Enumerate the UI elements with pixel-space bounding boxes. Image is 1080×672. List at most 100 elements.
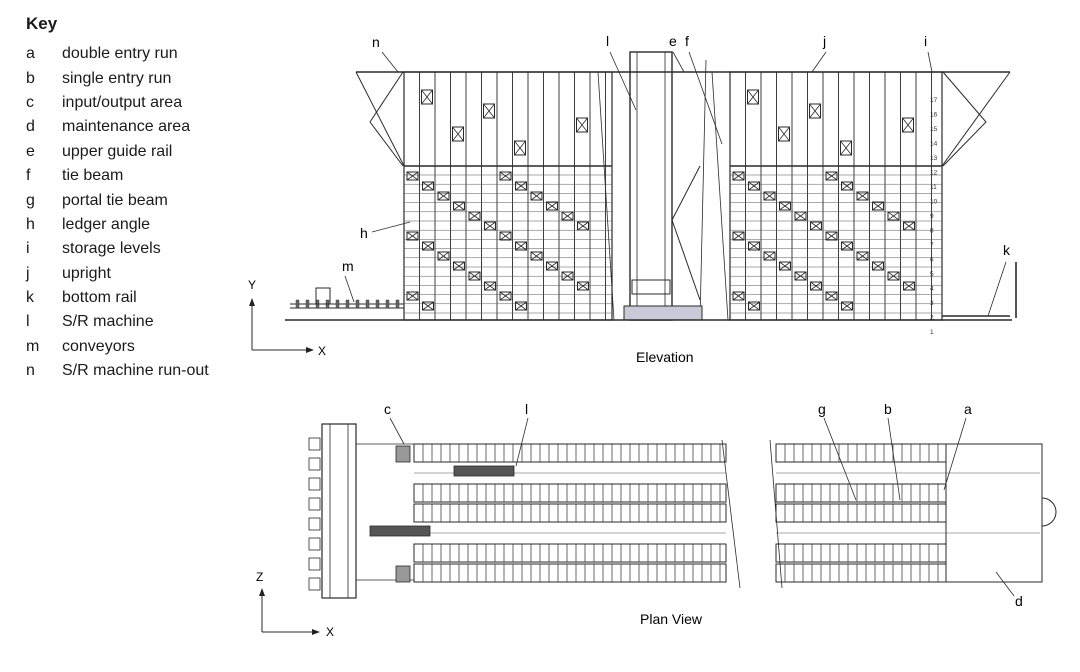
leader-g xyxy=(823,417,857,501)
storage-level-number: 4 xyxy=(930,286,934,293)
key-letter: h xyxy=(26,215,35,233)
pallet-outline xyxy=(577,221,589,231)
callout-e: e xyxy=(669,33,677,49)
pallet xyxy=(577,281,589,291)
runout-arc xyxy=(1041,497,1057,527)
conveyor-roller xyxy=(365,299,370,309)
pallet-outline xyxy=(530,191,543,201)
pallet-diagonal xyxy=(530,191,543,201)
storage-level-number: 15 xyxy=(930,126,938,133)
pallet-diagonal xyxy=(484,221,496,231)
sr-machine-plan xyxy=(369,525,431,537)
key-item-h: h ledger angle xyxy=(26,213,256,237)
break-line xyxy=(721,439,741,589)
pallet-diagonal xyxy=(422,241,434,251)
aisle-dashed xyxy=(699,59,707,321)
rack-row-right xyxy=(775,543,947,563)
pallet-outline xyxy=(561,271,574,281)
pallet-outline xyxy=(748,241,760,251)
rack-frame xyxy=(729,71,943,321)
pallet-diagonal xyxy=(887,271,900,281)
pallet xyxy=(794,211,807,221)
pallet xyxy=(840,140,852,156)
pallet-outline xyxy=(437,191,450,201)
pallet xyxy=(841,241,853,251)
pallet-outline xyxy=(872,261,884,271)
rack-right xyxy=(729,71,943,321)
arrowhead-x-plan xyxy=(312,629,320,635)
callout-k: k xyxy=(1003,242,1011,258)
pallet xyxy=(732,231,745,241)
rack-row-left xyxy=(413,543,727,563)
pallet-diagonal xyxy=(453,261,465,271)
conveyor-roller xyxy=(345,299,350,309)
pallet-outline xyxy=(576,117,588,133)
pallet xyxy=(825,231,838,241)
callout-l-plan: l xyxy=(525,401,528,417)
pallet-diagonal xyxy=(840,140,852,156)
pallet-outline xyxy=(452,126,464,142)
rack-row-left xyxy=(413,503,727,523)
pallet-outline xyxy=(499,291,512,301)
pallet-outline xyxy=(406,231,419,241)
key-letter: c xyxy=(26,93,34,111)
callout-h: h xyxy=(360,225,368,241)
elevation-axis-y-label: Y xyxy=(248,278,256,292)
io-station xyxy=(308,497,321,511)
pallet xyxy=(530,191,543,201)
pallet xyxy=(437,191,450,201)
key-label: ledger angle xyxy=(62,215,151,233)
pallet-outline xyxy=(779,201,791,211)
key-label: upper guide rail xyxy=(62,142,173,160)
pallet xyxy=(421,89,433,105)
pallet-diagonal xyxy=(794,211,807,221)
pallet xyxy=(561,211,574,221)
pallet-outline xyxy=(530,251,543,261)
rack-row xyxy=(413,563,727,583)
plan-axis-z-label: Z xyxy=(256,570,263,584)
pallet-outline xyxy=(422,301,434,311)
runout-truss-left-inner xyxy=(369,71,404,167)
pallet-outline xyxy=(499,171,512,181)
pallet-outline xyxy=(810,281,822,291)
pallet-diagonal xyxy=(561,271,574,281)
callout-j: j xyxy=(822,33,826,49)
leader-k xyxy=(987,261,1007,317)
key-letter: f xyxy=(26,167,31,185)
pallet-diagonal xyxy=(825,171,838,181)
pallet xyxy=(810,281,822,291)
pallet-diagonal xyxy=(856,191,869,201)
rack-row xyxy=(775,543,947,563)
key-label: double entry run xyxy=(62,45,178,63)
storage-level-number: 16 xyxy=(930,112,938,119)
storage-level-number: 9 xyxy=(930,213,934,220)
pallet-outline xyxy=(732,171,745,181)
conveyor-roller xyxy=(395,299,400,309)
pallet-diagonal xyxy=(872,201,884,211)
pallet xyxy=(748,181,760,191)
pallet xyxy=(841,301,853,311)
pallet xyxy=(406,291,419,301)
pallet-diagonal xyxy=(778,126,790,142)
pallet xyxy=(422,181,434,191)
pallet-diagonal xyxy=(437,191,450,201)
io-frame xyxy=(321,423,357,599)
key-title: Key xyxy=(26,14,58,33)
pallet xyxy=(825,291,838,301)
rack-row-right xyxy=(775,483,947,503)
pallet-outline xyxy=(732,231,745,241)
conveyor-roller xyxy=(305,299,310,309)
callout-i: i xyxy=(924,33,927,49)
leader-d xyxy=(995,571,1015,597)
pallet-diagonal xyxy=(748,181,760,191)
pallet-diagonal xyxy=(748,241,760,251)
pallet-diagonal xyxy=(577,281,589,291)
rack-row-right xyxy=(775,443,947,463)
runout-truss-right xyxy=(941,71,1011,168)
pallet-diagonal xyxy=(453,201,465,211)
io-station xyxy=(308,577,321,591)
leader-b xyxy=(887,417,901,501)
